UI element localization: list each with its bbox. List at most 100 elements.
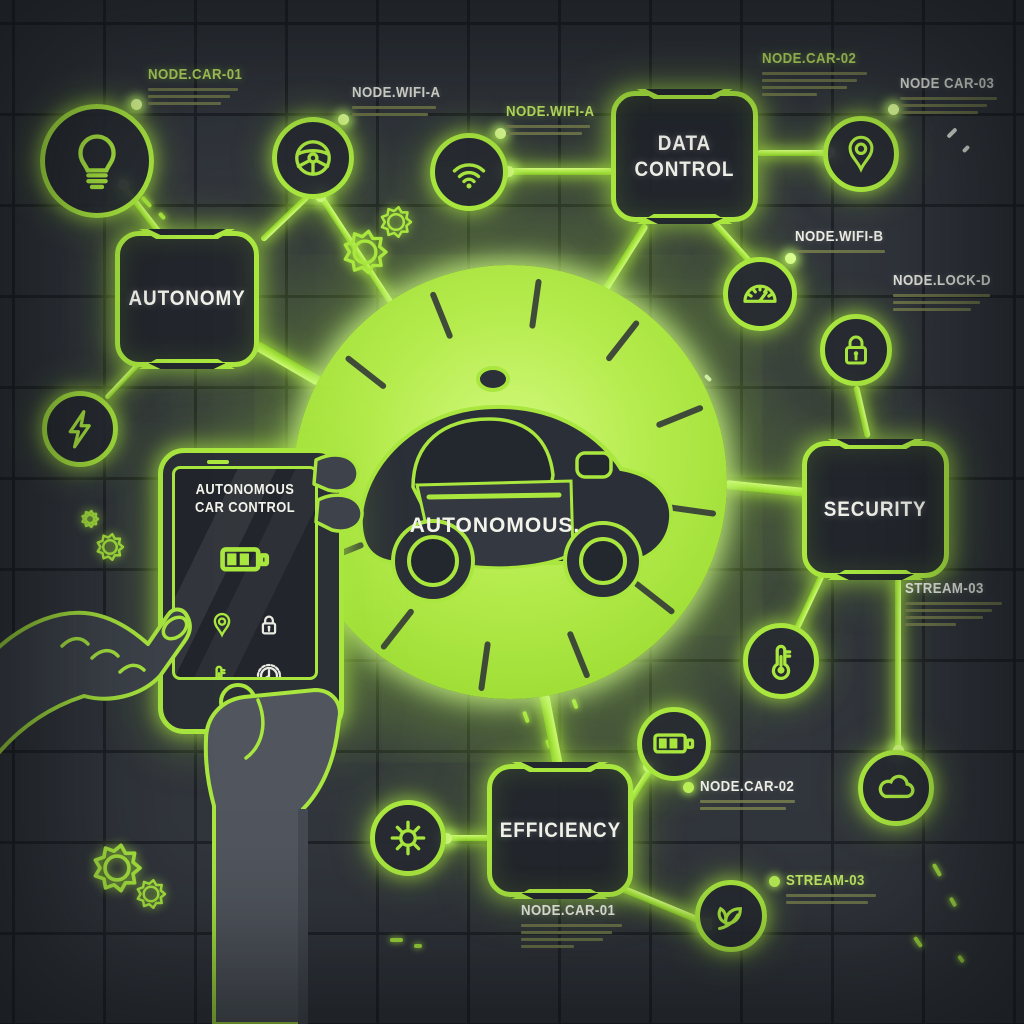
- pointing-hand: [0, 607, 192, 755]
- gear-icon: [377, 203, 415, 246]
- connector-line: [253, 340, 323, 387]
- label-fine-print: [900, 111, 978, 114]
- battery-icon: [637, 707, 711, 781]
- label-stream-03-bottom: STREAM-03: [769, 872, 876, 904]
- label-text: NODE.CAR-02: [700, 778, 795, 795]
- fingernail: [161, 615, 189, 641]
- gear-icon: [78, 507, 102, 536]
- label-text: NODE.LOCK-D: [893, 272, 991, 289]
- central-glow-circle: AUTONOMOUS.: [293, 265, 727, 699]
- label-text: NODE.WIFI-A: [506, 103, 595, 120]
- thumb-crease: [244, 698, 265, 760]
- steering-wheel-icon: [272, 117, 354, 199]
- connector-line: [539, 693, 563, 767]
- phone-title-line1: AUTONOMOUS: [195, 481, 295, 498]
- label-fine-print: [893, 301, 980, 304]
- label-fine-print: [521, 938, 603, 941]
- box-label: EFFICIENCY: [499, 818, 621, 842]
- box-tab: [636, 89, 733, 99]
- gear-icon: [93, 530, 127, 569]
- connector-line: [444, 835, 490, 841]
- node-dot: [441, 833, 452, 844]
- label-fine-print: [148, 102, 221, 105]
- label-fine-print: [506, 132, 582, 135]
- node-dot: [338, 114, 349, 125]
- radar-tick: [566, 630, 591, 679]
- label-node-car-01-bottom: NODE.CAR-01: [521, 902, 628, 948]
- phone-title-line2: CAR CONTROL: [194, 499, 296, 516]
- label-node-wifi-a-mid: NODE.WIFI-A: [506, 103, 607, 135]
- label-fine-print: [352, 113, 428, 116]
- connector-line: [259, 193, 311, 243]
- label-fine-print: [900, 104, 987, 107]
- connector-line: [508, 167, 613, 175]
- label-text: NODE.CAR-02: [762, 50, 857, 67]
- label-fine-print: [893, 294, 990, 297]
- label-fine-print: [506, 125, 590, 128]
- label-text: NODE.WIFI-B: [795, 228, 884, 245]
- label-fine-print: [893, 308, 971, 311]
- sun-icon: [370, 800, 446, 876]
- label-node-car-02-top: NODE.CAR-02: [762, 50, 869, 96]
- node-dot: [495, 128, 506, 139]
- dash-mark: [961, 144, 971, 154]
- label-fine-print: [786, 894, 876, 897]
- speedometer-icon: [723, 257, 797, 331]
- label-node-car-03: NODE CAR-03: [900, 75, 1007, 114]
- label-node-wifi-b: NODE.WIFI-B: [795, 228, 896, 253]
- autonomous-car: AUTONOMOUS.: [358, 366, 674, 603]
- wifi-icon: [430, 133, 508, 211]
- label-text: STREAM-03: [905, 580, 984, 597]
- label-fine-print: [762, 79, 857, 82]
- node-box-autonomy: AUTONOMY: [115, 229, 259, 369]
- node-dot: [131, 99, 142, 110]
- connector-line: [895, 578, 901, 752]
- label-text: NODE CAR-03: [900, 75, 995, 92]
- thermometer-icon: [743, 623, 819, 699]
- box-tab: [139, 229, 235, 239]
- radar-tick: [429, 291, 454, 340]
- label-fine-print: [521, 931, 612, 934]
- clock-icon: [250, 657, 288, 677]
- box-tab: [827, 570, 924, 580]
- lightbulb-icon: [40, 104, 154, 218]
- node-box-security: SECURITY: [802, 439, 949, 580]
- label-node-car-01-top: NODE.CAR-01: [148, 66, 255, 105]
- label-fine-print: [905, 609, 992, 612]
- radar-tick: [604, 319, 641, 363]
- connector-line: [724, 479, 807, 497]
- box-tab: [139, 359, 235, 369]
- location-pin-icon: [823, 116, 899, 192]
- location-pin-icon: [205, 608, 239, 647]
- phone-icon-row-battery: [175, 527, 315, 598]
- gear-icon: [133, 876, 169, 917]
- dash-mark: [414, 944, 422, 948]
- label-text: NODE.WIFI-A: [352, 84, 441, 101]
- connector-line: [757, 150, 828, 156]
- eco-leaf-icon: [695, 880, 767, 952]
- label-fine-print: [795, 250, 885, 253]
- box-tab: [512, 762, 608, 772]
- label-node-wifi-a-left: NODE.WIFI-A: [352, 84, 453, 116]
- gear-icon: [90, 841, 144, 900]
- box-label: AUTONOMY: [128, 287, 246, 310]
- label-fine-print: [762, 72, 867, 75]
- dash-mark: [948, 896, 958, 908]
- node-dot: [785, 253, 796, 264]
- knuckles: [60, 636, 146, 674]
- label-fine-print: [700, 807, 786, 810]
- dash-mark: [703, 373, 713, 383]
- label-fine-print: [700, 800, 795, 803]
- label-fine-print: [900, 97, 997, 100]
- dash-mark: [522, 710, 530, 724]
- label-text: NODE.CAR-01: [521, 902, 616, 919]
- label-fine-print: [905, 616, 983, 619]
- label-fine-print: [521, 924, 622, 927]
- label-node-lock-d: NODE.LOCK-D: [893, 272, 1004, 311]
- label-stream-03-right: STREAM-03: [905, 580, 1002, 626]
- connector-line: [620, 884, 706, 926]
- dash-mark: [957, 954, 965, 964]
